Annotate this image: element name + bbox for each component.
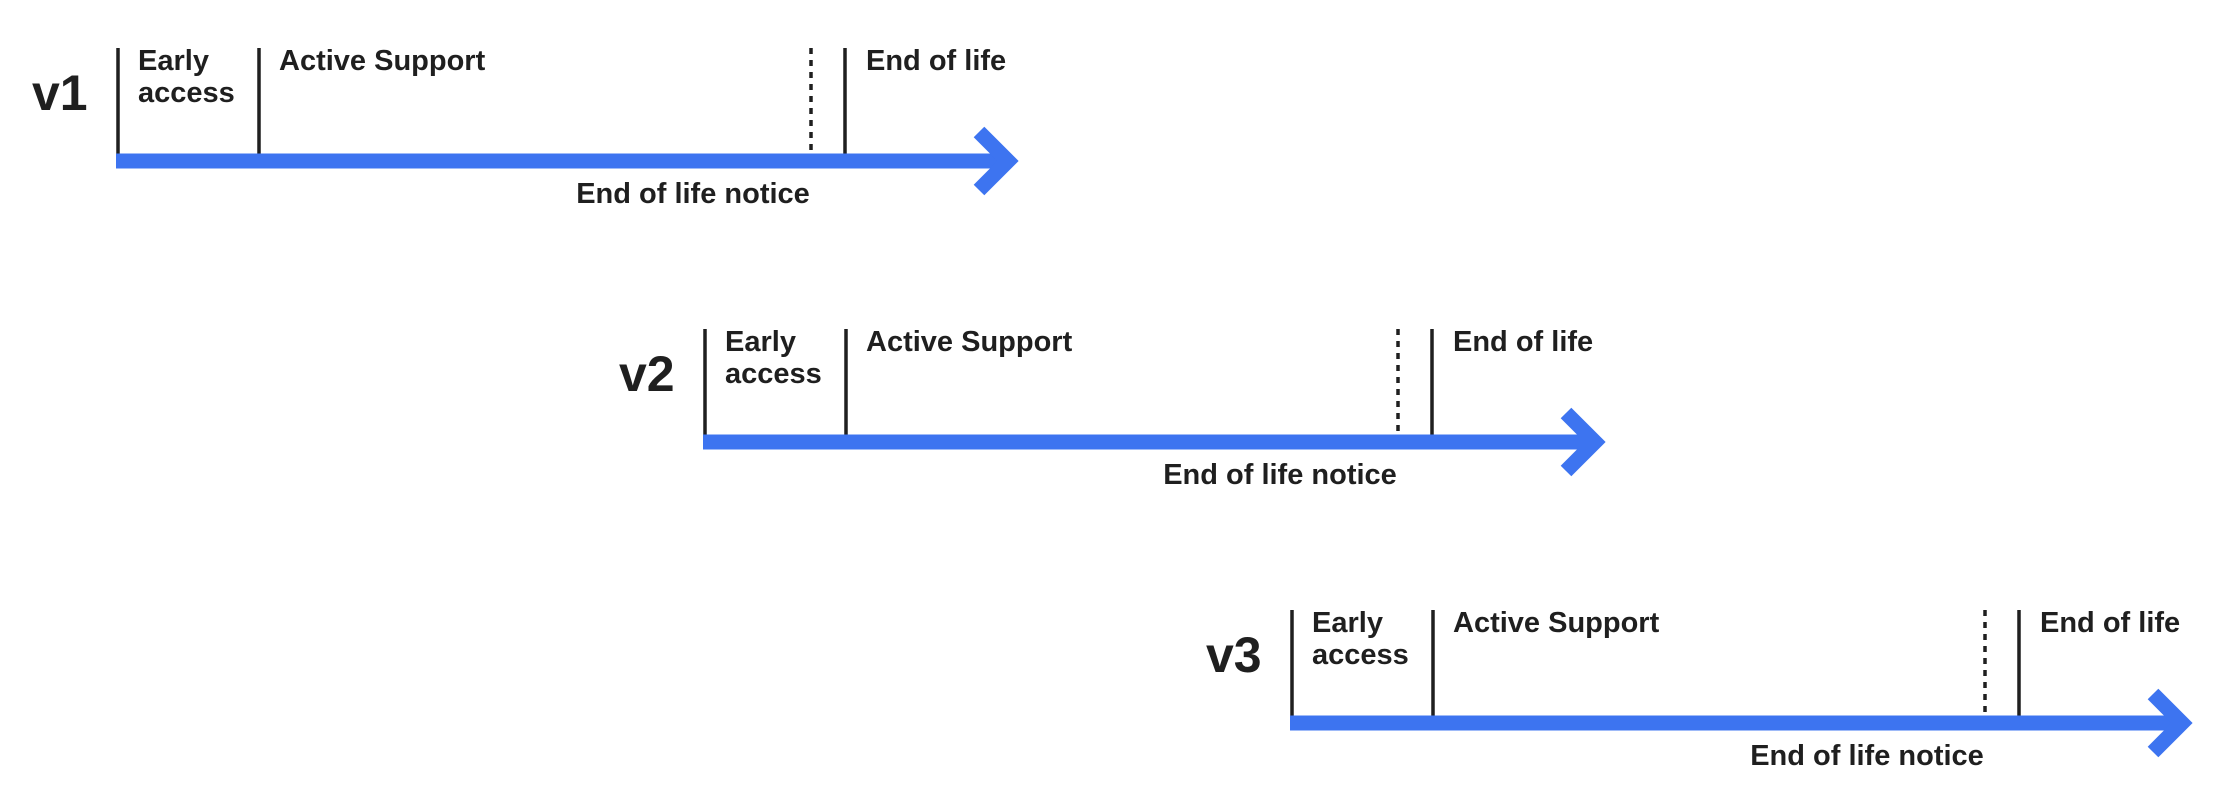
version-label: v2 [619, 346, 675, 402]
early-access-label-line2: access [1312, 639, 1409, 671]
end-of-life-notice-label: End of life notice [1163, 459, 1397, 491]
end-of-life-label: End of life [2040, 607, 2180, 639]
early-access-label-line1: Early [138, 45, 209, 77]
early-access-label-line2: access [138, 77, 235, 109]
lifecycle-row-v2: v2 Early access Active Support End of li… [619, 326, 1606, 491]
early-access-label: Early access [1312, 607, 1409, 671]
early-access-label-line1: Early [725, 326, 796, 358]
end-of-life-notice-label: End of life notice [1750, 740, 1984, 772]
lifecycle-row-v1: v1 Early access Active Support End of li… [32, 45, 1019, 210]
early-access-label: Early access [725, 326, 822, 390]
end-of-life-notice-label: End of life notice [576, 178, 810, 210]
version-label: v3 [1206, 627, 1262, 683]
active-support-label: Active Support [279, 45, 486, 77]
early-access-label: Early access [138, 45, 235, 109]
timeline-arrowhead [2147, 688, 2193, 758]
lifecycle-row-v3: v3 Early access Active Support End of li… [1206, 607, 2193, 772]
end-of-life-label: End of life [866, 45, 1006, 77]
active-support-label: Active Support [1453, 607, 1660, 639]
active-support-label: Active Support [866, 326, 1073, 358]
end-of-life-label: End of life [1453, 326, 1593, 358]
timeline-arrowhead [973, 126, 1019, 196]
early-access-label-line2: access [725, 358, 822, 390]
version-label: v1 [32, 65, 88, 121]
timeline-arrowhead [1560, 407, 1606, 477]
early-access-label-line1: Early [1312, 607, 1383, 639]
